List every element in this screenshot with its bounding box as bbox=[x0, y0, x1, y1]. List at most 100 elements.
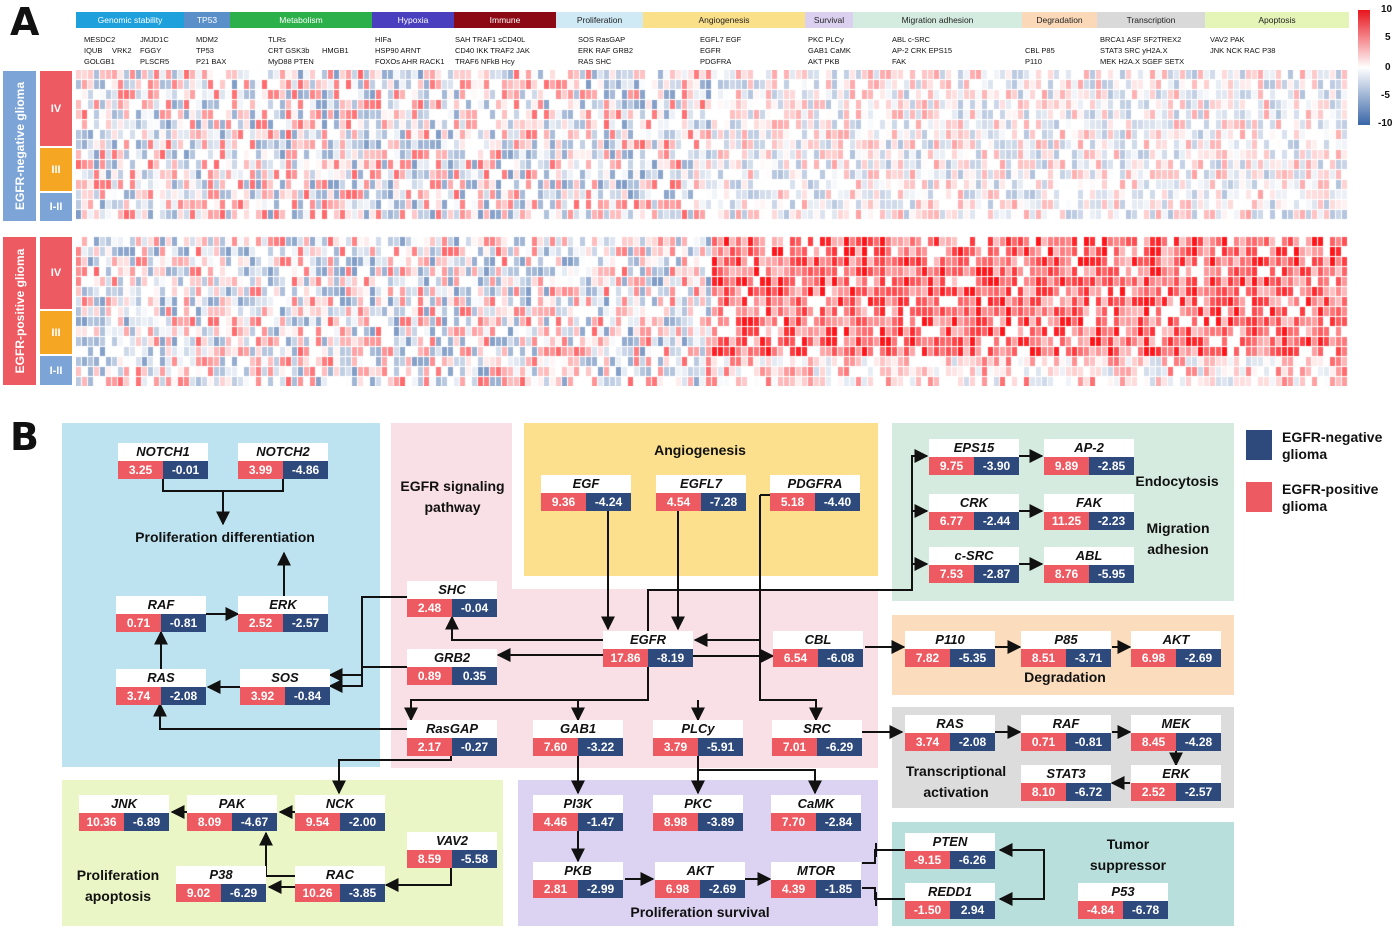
value-egfr-negative: -4.40 bbox=[815, 493, 860, 511]
gene-label: HMGB1 bbox=[322, 46, 349, 55]
value-egfr-positive: 0.89 bbox=[407, 667, 452, 685]
value-egfr-positive: 3.99 bbox=[238, 461, 283, 479]
value-egfr-negative: -6.89 bbox=[124, 813, 169, 831]
gene-label: BRCA1 ASF SF2TREX2 bbox=[1100, 35, 1182, 44]
value-egfr-negative: -5.91 bbox=[698, 738, 743, 756]
value-egfr-negative: -2.23 bbox=[1089, 512, 1134, 530]
value-egfr-negative: -5.58 bbox=[452, 850, 497, 868]
value-egfr-positive: 7.60 bbox=[533, 738, 578, 756]
value-egfr-positive: 2.81 bbox=[533, 880, 578, 898]
gene-label: VRK2 bbox=[112, 46, 132, 55]
gene-name: AKT bbox=[1131, 631, 1221, 649]
category-immune: Immune bbox=[454, 12, 556, 28]
value-egfr-positive: -9.15 bbox=[905, 851, 950, 869]
value-egfr-positive: 9.02 bbox=[176, 884, 221, 902]
gene-name: MEK bbox=[1131, 715, 1221, 733]
value-egfr-negative: -5.95 bbox=[1089, 565, 1134, 583]
gene-label: EGFL7 EGF bbox=[700, 35, 742, 44]
value-egfr-positive: 9.75 bbox=[929, 457, 974, 475]
value-egfr-positive: 9.89 bbox=[1044, 457, 1089, 475]
gene-label: FOXOs AHR RACK1 bbox=[375, 57, 445, 66]
gene-name: AP-2 bbox=[1044, 439, 1134, 457]
gene-name: RasGAP bbox=[407, 720, 497, 738]
gene-name: ERK bbox=[1131, 765, 1221, 783]
gene-label: GAB1 CaMK bbox=[808, 46, 851, 55]
gene-label: RAS SHC bbox=[578, 57, 612, 66]
value-egfr-positive: 3.74 bbox=[116, 687, 161, 705]
gene-name: c-SRC bbox=[929, 547, 1019, 565]
grade-neg-i-ii: I-II bbox=[40, 193, 72, 221]
category-migration-adhesion: Migration adhesion bbox=[853, 12, 1022, 28]
category-proliferation: Proliferation bbox=[556, 12, 643, 28]
group-label-negative: EGFR-negative glioma bbox=[13, 81, 27, 211]
group-band-negative bbox=[3, 71, 36, 221]
gene-label: CBL P85 bbox=[1025, 46, 1055, 55]
value-egfr-positive: 3.79 bbox=[653, 738, 698, 756]
value-egfr-negative: -1.47 bbox=[578, 813, 623, 831]
gene-name: SOS bbox=[240, 669, 330, 687]
value-egfr-negative: -6.29 bbox=[221, 884, 266, 902]
gene-name: P110 bbox=[905, 631, 995, 649]
value-egfr-positive: -1.50 bbox=[905, 901, 950, 919]
value-egfr-negative: 2.94 bbox=[950, 901, 995, 919]
value-egfr-negative: -6.78 bbox=[1123, 901, 1168, 919]
value-egfr-negative: -6.72 bbox=[1066, 783, 1111, 801]
value-egfr-positive: 10.36 bbox=[79, 813, 124, 831]
gene-name: VAV2 bbox=[407, 832, 497, 850]
gene-name: PLCy bbox=[653, 720, 743, 738]
value-egfr-negative: -2.57 bbox=[1176, 783, 1221, 801]
colorbar-tick: -10 bbox=[1378, 118, 1393, 129]
gene-label: ABL c-SRC bbox=[892, 35, 931, 44]
gene-name: SRC bbox=[772, 720, 862, 738]
gene-name: RAS bbox=[116, 669, 206, 687]
title-proliferation-apoptosis: Proliferation apoptosis bbox=[76, 867, 160, 904]
value-egfr-positive: 6.54 bbox=[773, 649, 818, 667]
value-egfr-positive: 2.17 bbox=[407, 738, 452, 756]
gene-name: RAC bbox=[295, 866, 385, 884]
grade-pos-iv: IV bbox=[40, 237, 72, 309]
gene-label: EGFR bbox=[700, 46, 721, 55]
gene-label: MDM2 bbox=[196, 35, 219, 44]
value-egfr-positive: 2.52 bbox=[1131, 783, 1176, 801]
value-egfr-negative: -2.84 bbox=[816, 813, 861, 831]
value-egfr-negative: -8.19 bbox=[648, 649, 693, 667]
value-egfr-positive: 8.51 bbox=[1021, 649, 1066, 667]
value-egfr-negative: -2.85 bbox=[1089, 457, 1134, 475]
value-egfr-negative: -0.01 bbox=[163, 461, 208, 479]
gene-name: PDGFRA bbox=[770, 475, 860, 493]
gene-label: GOLGB1 bbox=[84, 57, 115, 66]
group-band-positive bbox=[3, 237, 36, 385]
gene-label: VAV2 PAK bbox=[1210, 35, 1245, 44]
gene-name: ABL bbox=[1044, 547, 1134, 565]
gene-name: CBL bbox=[773, 631, 863, 649]
gene-label: FAK bbox=[892, 57, 907, 66]
gene-label: PDGFRA bbox=[700, 57, 732, 66]
title-endocytosis: Endocytosis bbox=[1135, 473, 1219, 489]
legend-swatch-positive bbox=[1246, 482, 1272, 512]
value-egfr-positive: 4.54 bbox=[656, 493, 701, 511]
gene-name: P85 bbox=[1021, 631, 1111, 649]
grade-pos-i-ii: I-II bbox=[40, 356, 72, 385]
gene-name: RAS bbox=[905, 715, 995, 733]
colorbar bbox=[1358, 10, 1370, 125]
category-genomic-stability: Genomic stability bbox=[76, 12, 184, 28]
gene-name: PTEN bbox=[905, 833, 995, 851]
category-degradation: Degradation bbox=[1022, 12, 1097, 28]
value-egfr-negative: -2.44 bbox=[974, 512, 1019, 530]
